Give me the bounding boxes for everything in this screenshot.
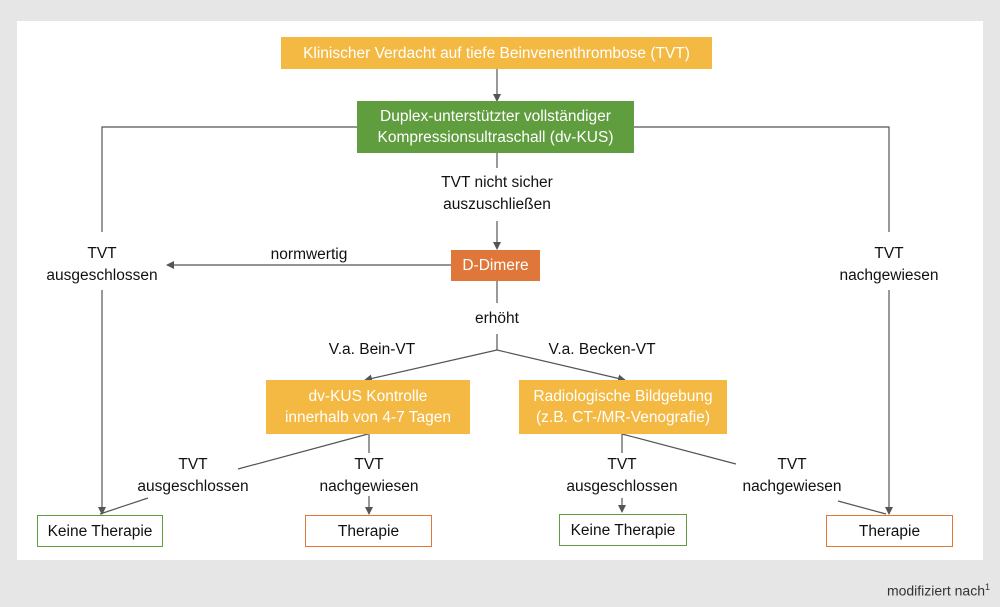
node-therapie-middle: Therapie xyxy=(305,515,432,547)
label-tvt: TVT xyxy=(607,456,637,473)
source-note: modifiziert nach1 xyxy=(887,582,990,599)
node-clinical-suspicion: Klinischer Verdacht auf tiefe Beinvenent… xyxy=(281,37,712,69)
edge-to-radiologie xyxy=(496,349,626,383)
node-keine-therapie-right-text: Keine Therapie xyxy=(570,521,676,539)
label-tvt-nicht-sicher: TVT nicht sicher auszuschließen xyxy=(441,172,553,216)
label-erhoeht-text: erhöht xyxy=(475,310,519,327)
edge-to-kontrolle xyxy=(364,349,498,383)
edge-kus-left xyxy=(101,126,357,232)
label-kontrolle-ausgeschlossen: TVT ausgeschlossen xyxy=(137,454,248,498)
node-keine-therapie-left-text: Keine Therapie xyxy=(47,522,153,540)
node-kus-kontrolle-line2: innerhalb von 4-7 Tagen xyxy=(284,409,452,426)
node-kus-kontrolle-line1: dv-KUS Kontrolle xyxy=(308,388,428,405)
label-bein-vt-text: V.a. Bein-VT xyxy=(328,341,416,358)
node-radiologie-line2: (z.B. CT-/MR-Venografie) xyxy=(536,409,710,426)
label-normwertig: normwertig xyxy=(271,244,348,266)
label-bein-vt: V.a. Bein-VT xyxy=(329,339,415,361)
edge-kus-right xyxy=(634,126,890,232)
label-ausgeschlossen: ausgeschlossen xyxy=(137,478,249,495)
label-tvt: TVT xyxy=(874,245,904,262)
label-tvt: TVT xyxy=(354,456,384,473)
node-radiologische-bildgebung: Radiologische Bildgebung (z.B. CT-/MR-Ve… xyxy=(519,380,727,434)
node-therapie-middle-text: Therapie xyxy=(337,522,400,540)
node-duplex-kus: Duplex-unterstützter vollständiger Kompr… xyxy=(357,101,634,153)
source-ref: 1 xyxy=(984,582,990,593)
node-keine-therapie-right: Keine Therapie xyxy=(559,514,687,546)
label-tvt-ausgeschlossen-left: TVT ausgeschlossen xyxy=(46,243,157,287)
label-tvt: TVT xyxy=(178,456,208,473)
label-tvt: TVT xyxy=(777,456,807,473)
source-text: modifiziert nach xyxy=(886,583,985,599)
node-keine-therapie-left: Keine Therapie xyxy=(37,515,163,547)
label-radiologie-ausgeschlossen: TVT ausgeschlossen xyxy=(566,454,677,498)
edge-kontrolle-to-ausgeschlossen xyxy=(237,433,369,470)
label-tvt: TVT xyxy=(87,245,117,262)
label-radiologie-nachgewiesen: TVT nachgewiesen xyxy=(742,454,841,498)
node-clinical-suspicion-text: Klinischer Verdacht auf tiefe Beinvenent… xyxy=(303,44,690,62)
label-nachgewiesen: nachgewiesen xyxy=(839,267,939,284)
node-therapie-right: Therapie xyxy=(826,515,953,547)
label-becken-vt-text: V.a. Becken-VT xyxy=(548,341,656,358)
label-tvt-nachgewiesen-right: TVT nachgewiesen xyxy=(839,243,938,287)
label-ausgeschlossen: ausgeschlossen xyxy=(566,478,678,495)
label-becken-vt: V.a. Becken-VT xyxy=(548,339,655,361)
node-therapie-right-text: Therapie xyxy=(858,522,921,540)
node-d-dimere: D-Dimere xyxy=(451,250,540,281)
node-d-dimere-text: D-Dimere xyxy=(462,257,529,274)
label-normwertig-text: normwertig xyxy=(270,246,348,263)
label-tvt-nicht-sicher-line2: auszuschließen xyxy=(443,196,551,213)
node-duplex-kus-line2: Kompressionsultraschall (dv-KUS) xyxy=(377,129,614,146)
label-erhoeht: erhöht xyxy=(475,308,519,330)
node-duplex-kus-line1: Duplex-unterstützter vollständiger xyxy=(380,108,611,125)
label-nachgewiesen: nachgewiesen xyxy=(742,478,842,495)
edge-radiologie-to-nachgewiesen xyxy=(621,433,737,465)
label-nachgewiesen: nachgewiesen xyxy=(319,478,419,495)
label-kontrolle-nachgewiesen: TVT nachgewiesen xyxy=(319,454,418,498)
node-kus-kontrolle: dv-KUS Kontrolle innerhalb von 4-7 Tagen xyxy=(266,380,470,434)
edge-nachgewiesen2-to-therapie xyxy=(837,500,887,515)
label-tvt-nicht-sicher-line1: TVT nicht sicher xyxy=(441,174,553,191)
node-radiologie-line1: Radiologische Bildgebung xyxy=(533,388,713,405)
edge-ausgeschlossen-to-therapie xyxy=(99,497,149,515)
label-ausgeschlossen: ausgeschlossen xyxy=(46,267,158,284)
